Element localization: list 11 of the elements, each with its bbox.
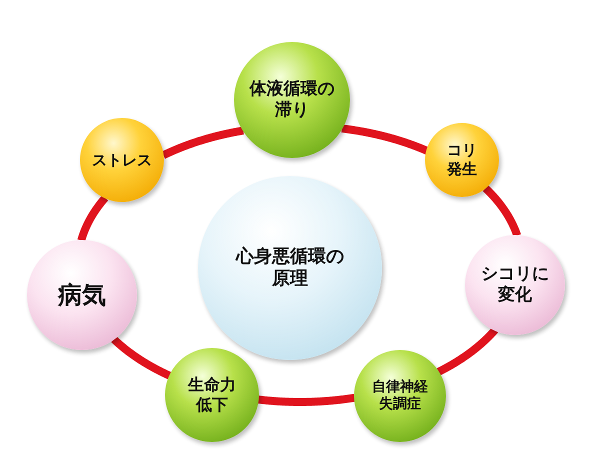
node-label: ストレス <box>91 150 153 170</box>
ring-connector <box>110 336 173 380</box>
node-label: コリ発生 <box>446 141 478 179</box>
node-label: シコリに変化 <box>480 264 550 306</box>
node-label: 心身悪循環の原理 <box>234 246 345 290</box>
node-label: 体液循環の滞り <box>248 78 336 122</box>
circle-node <box>165 348 259 442</box>
node-label: 生命力低下 <box>186 375 237 415</box>
node-label: 病気 <box>56 280 107 310</box>
ring-connector <box>435 326 499 376</box>
node-label: 自律神経失調症 <box>370 378 429 414</box>
